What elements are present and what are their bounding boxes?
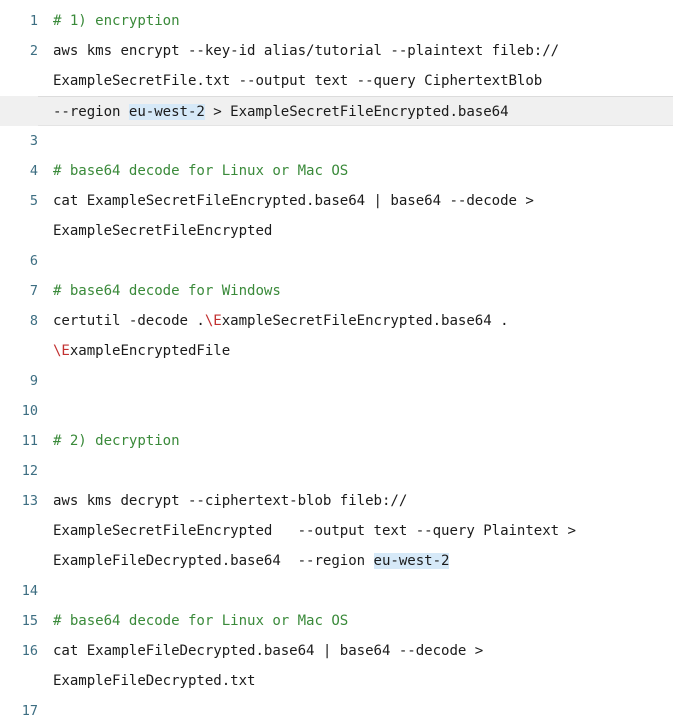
code-line[interactable]: 10	[0, 396, 673, 426]
code-line[interactable]: 15 # base64 decode for Linux or Mac OS	[0, 606, 673, 636]
comment-token: # 1) encryption	[53, 13, 180, 29]
line-number: 14	[21, 583, 38, 599]
line-number: 11	[21, 433, 38, 449]
code-token: certutil -decode .	[53, 313, 205, 329]
code-text[interactable]: ExampleFileDecrypted.txt	[38, 666, 673, 696]
code-token: ExampleFileDecrypted.base64 --region	[53, 553, 374, 569]
line-number: 3	[29, 133, 38, 149]
line-number: 13	[21, 493, 38, 509]
code-text[interactable]: --region eu-west-2 > ExampleSecretFileEn…	[38, 96, 673, 126]
line-number: 10	[21, 403, 38, 419]
code-line-wrapped[interactable]: ExampleFileDecrypted.txt	[0, 666, 673, 696]
line-number: 8	[29, 313, 38, 329]
line-number: 1	[29, 13, 38, 29]
comment-token: # base64 decode for Windows	[53, 283, 281, 299]
code-token: ExampleFileDecrypted.txt	[53, 673, 256, 689]
code-line[interactable]: 6	[0, 246, 673, 276]
code-token: aws kms decrypt --ciphertext-blob fileb:…	[53, 493, 408, 509]
code-token: > ExampleSecretFileEncrypted.base64	[204, 104, 509, 120]
line-number: 15	[21, 613, 38, 629]
code-text[interactable]: ExampleSecretFile.txt --output text --qu…	[38, 66, 673, 96]
code-token: --region	[53, 104, 129, 120]
code-token: aws kms encrypt --key-id alias/tutorial …	[53, 43, 560, 59]
line-number: 6	[29, 253, 38, 269]
code-line[interactable]: 5 cat ExampleSecretFileEncrypted.base64 |…	[0, 186, 673, 216]
code-line[interactable]: 17	[0, 696, 673, 726]
code-line[interactable]: 11 # 2) decryption	[0, 426, 673, 456]
code-token: xampleEncryptedFile	[69, 343, 231, 359]
code-line[interactable]: 2 aws kms encrypt --key-id alias/tutorial…	[0, 36, 673, 66]
code-text[interactable]: cat ExampleFileDecrypted.base64 | base64…	[38, 636, 673, 666]
code-text[interactable]: certutil -decode .\ExampleSecretFileEncr…	[38, 306, 673, 336]
code-token: ExampleSecretFileEncrypted --output text…	[53, 523, 576, 539]
code-line[interactable]: 13 aws kms decrypt --ciphertext-blob file…	[0, 486, 673, 516]
code-line[interactable]: 16 cat ExampleFileDecrypted.base64 | base…	[0, 636, 673, 666]
code-line-wrapped[interactable]: --region eu-west-2 > ExampleSecretFileEn…	[0, 96, 673, 126]
line-number: 9	[29, 373, 38, 389]
code-line[interactable]: 9	[0, 366, 673, 396]
code-text[interactable]: \ExampleEncryptedFile	[38, 336, 673, 366]
code-line-wrapped[interactable]: ExampleSecretFile.txt --output text --qu…	[0, 66, 673, 96]
code-line[interactable]: 7 # base64 decode for Windows	[0, 276, 673, 306]
code-line[interactable]: 3	[0, 126, 673, 156]
line-number: 4	[29, 163, 38, 179]
line-number: 7	[29, 283, 38, 299]
code-text[interactable]: ExampleFileDecrypted.base64 --region eu-…	[38, 546, 673, 576]
code-line-wrapped[interactable]: ExampleFileDecrypted.base64 --region eu-…	[0, 546, 673, 576]
line-number: 12	[21, 463, 38, 479]
code-line-wrapped[interactable]: ExampleSecretFileEncrypted --output text…	[0, 516, 673, 546]
code-line[interactable]: 14	[0, 576, 673, 606]
code-token: xampleSecretFileEncrypted.base64 .	[221, 313, 509, 329]
code-text[interactable]: # 2) decryption	[38, 426, 673, 456]
code-text[interactable]: cat ExampleSecretFileEncrypted.base64 | …	[38, 186, 673, 216]
code-line-wrapped[interactable]: \ExampleEncryptedFile	[0, 336, 673, 366]
code-token: ExampleSecretFile.txt --output text --qu…	[53, 73, 543, 89]
escape-token: \E	[53, 343, 70, 359]
line-number: 16	[21, 643, 38, 659]
code-text[interactable]: # 1) encryption	[38, 6, 673, 36]
code-text[interactable]: aws kms encrypt --key-id alias/tutorial …	[38, 36, 673, 66]
code-text[interactable]: ExampleSecretFileEncrypted	[38, 216, 673, 246]
code-token: cat ExampleSecretFileEncrypted.base64 | …	[53, 193, 534, 209]
line-number: 5	[29, 193, 38, 209]
code-line[interactable]: 12	[0, 456, 673, 486]
comment-token: # 2) decryption	[53, 433, 180, 449]
line-number: 2	[29, 43, 38, 59]
code-line-list: 1 # 1) encryption 2 aws kms encrypt --key-i…	[0, 6, 673, 726]
code-line[interactable]: 1 # 1) encryption	[0, 6, 673, 36]
highlighted-token: eu-west-2	[373, 553, 450, 569]
code-text[interactable]: # base64 decode for Linux or Mac OS	[38, 156, 673, 186]
highlighted-token: eu-west-2	[128, 104, 205, 120]
code-line-wrapped[interactable]: ExampleSecretFileEncrypted	[0, 216, 673, 246]
code-token: cat ExampleFileDecrypted.base64 | base64…	[53, 643, 484, 659]
code-text[interactable]: # base64 decode for Windows	[38, 276, 673, 306]
code-text[interactable]: ExampleSecretFileEncrypted --output text…	[38, 516, 673, 546]
code-token: ExampleSecretFileEncrypted	[53, 223, 273, 239]
line-number: 17	[21, 703, 38, 719]
escape-token: \E	[204, 313, 222, 329]
code-text[interactable]: # base64 decode for Linux or Mac OS	[38, 606, 673, 636]
code-line[interactable]: 4 # base64 decode for Linux or Mac OS	[0, 156, 673, 186]
comment-token: # base64 decode for Linux or Mac OS	[53, 163, 349, 179]
comment-token: # base64 decode for Linux or Mac OS	[53, 613, 349, 629]
code-text[interactable]: aws kms decrypt --ciphertext-blob fileb:…	[38, 486, 673, 516]
